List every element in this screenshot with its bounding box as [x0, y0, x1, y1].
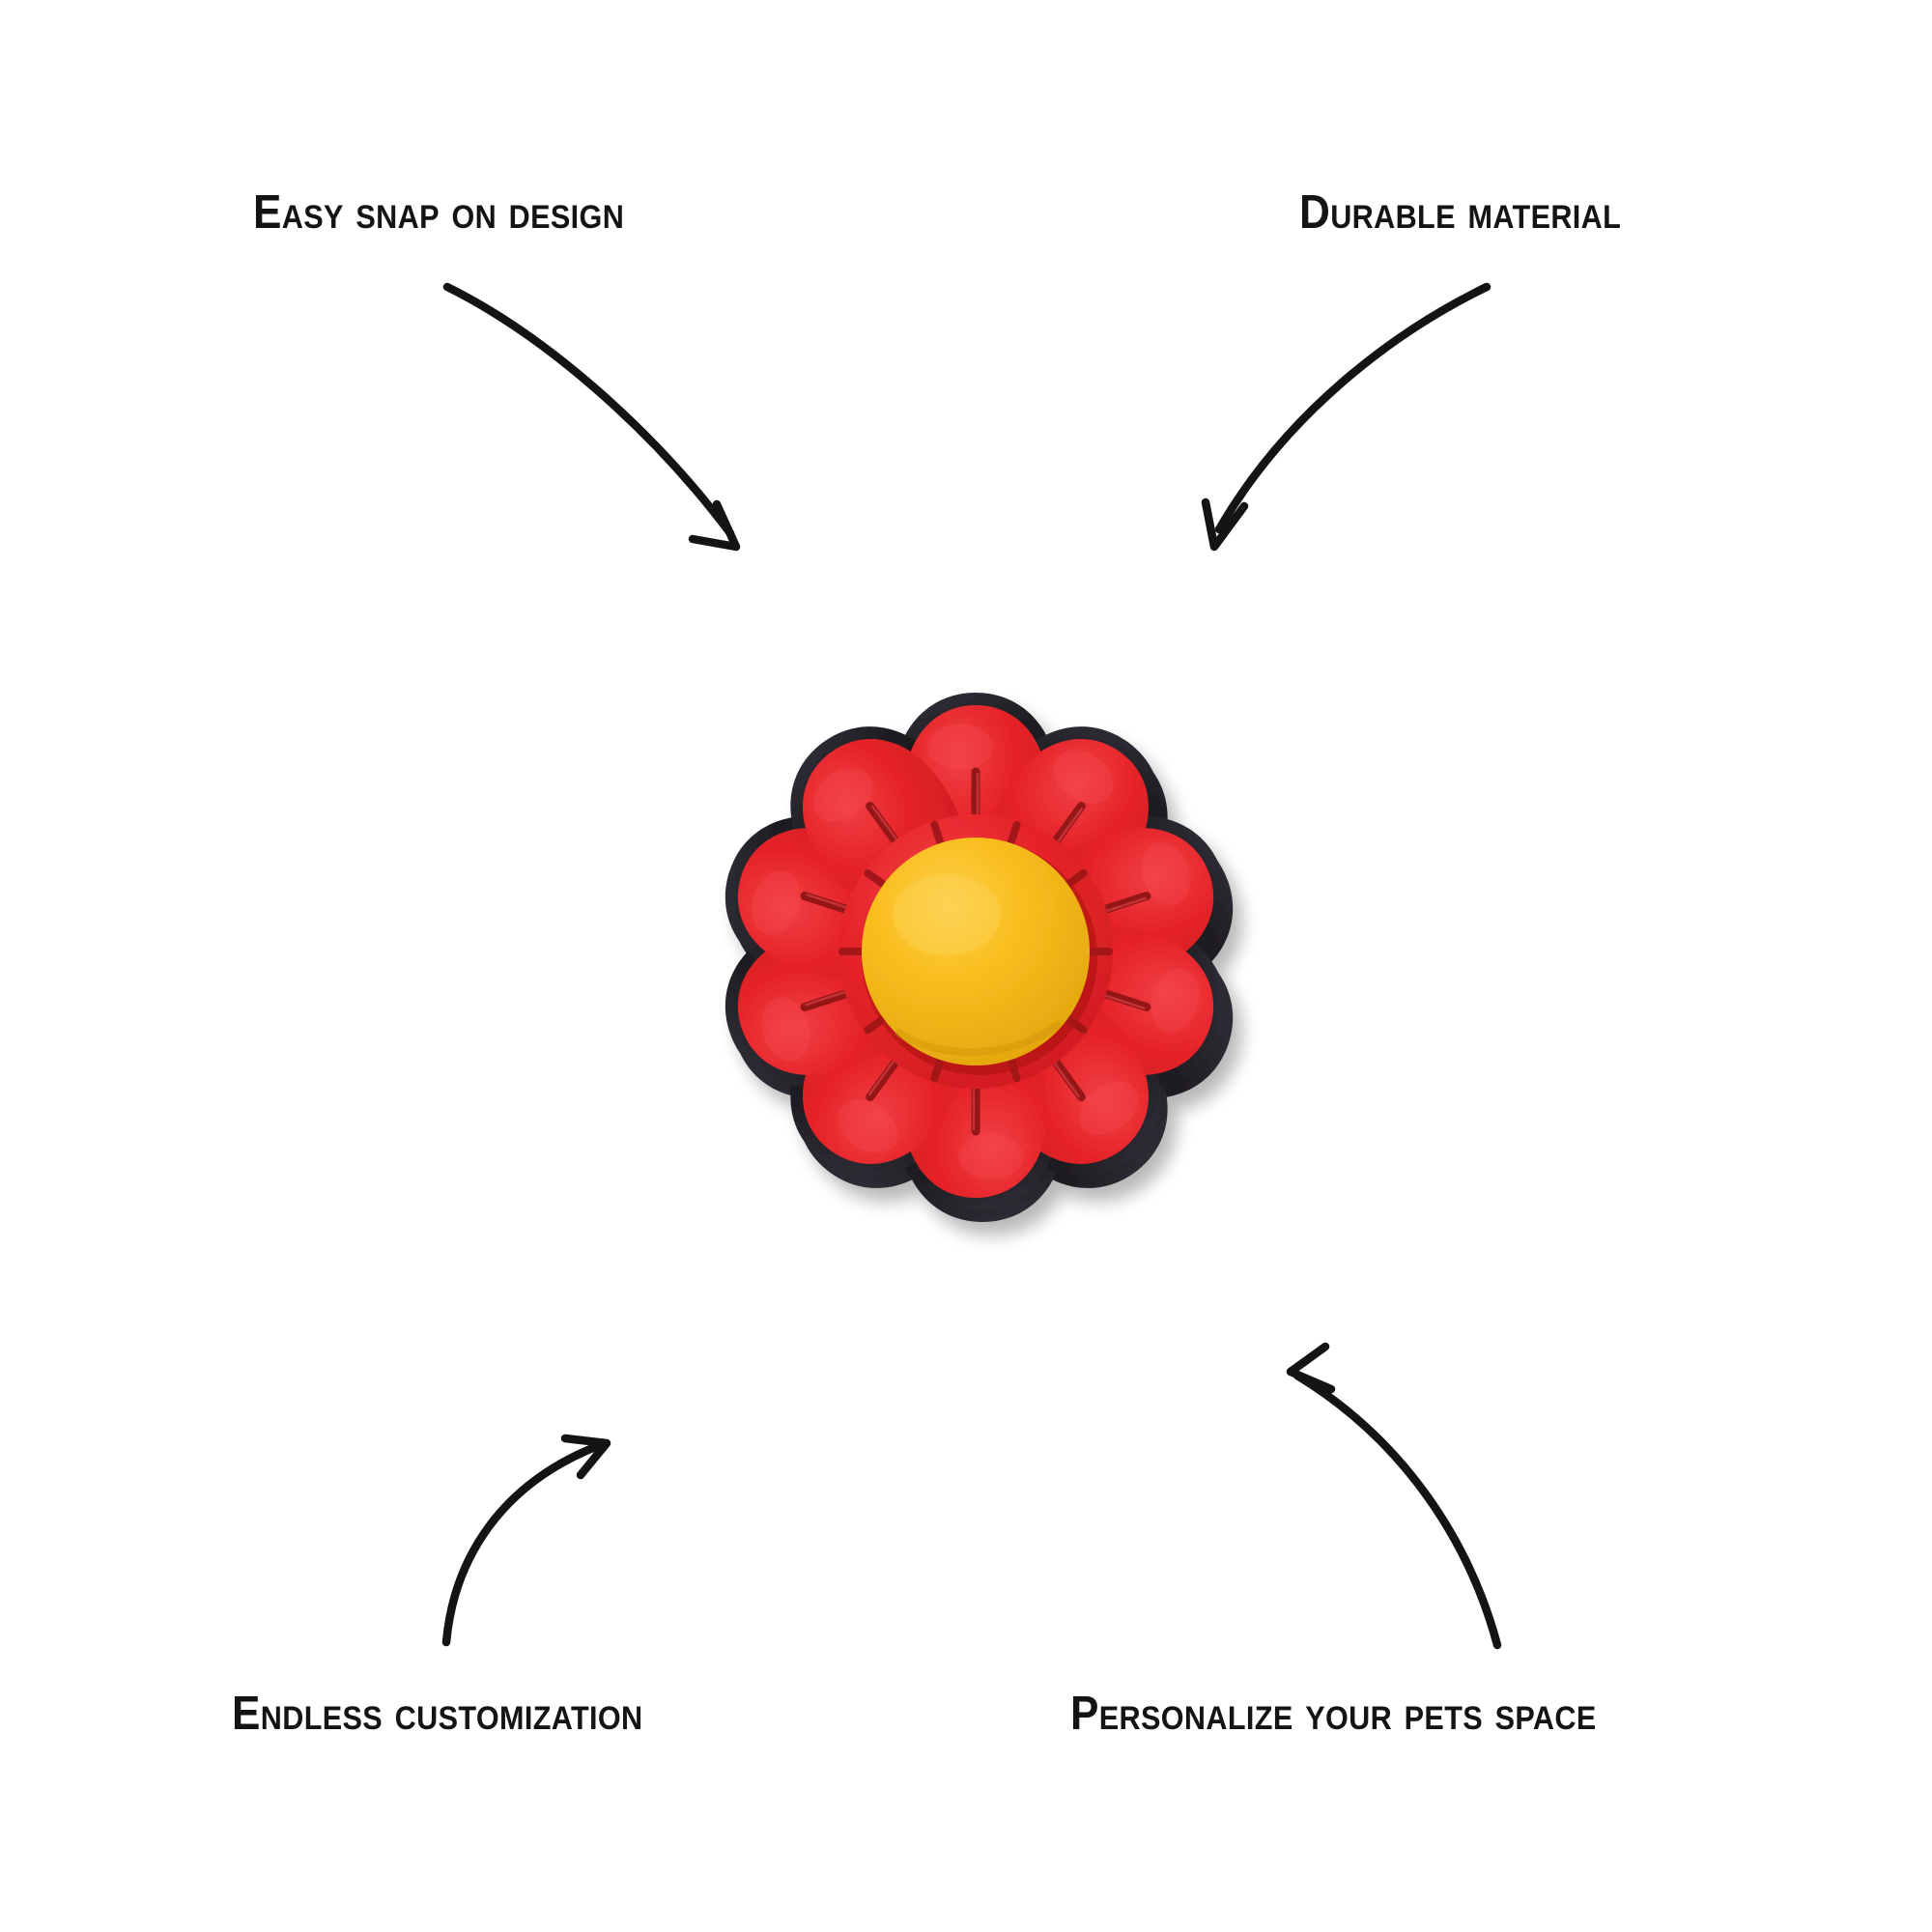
flower-charm-body: [703, 693, 1255, 1222]
arrow-top-right: [1201, 282, 1492, 552]
arrow-bottom-left: [441, 1434, 611, 1647]
arrow-top-left: [442, 282, 741, 552]
callout-label-endless-customization: Endless customization: [232, 1688, 643, 1740]
arrow-bottom-right: [1286, 1342, 1502, 1650]
callout-label-durable-material: Durable material: [1299, 186, 1622, 239]
callout-label-easy-snap-on-design: Easy snap on design: [253, 186, 625, 239]
callout-label-personalize-your-pets-space: Personalize your pets space: [1070, 1688, 1597, 1740]
flower-center: [862, 838, 1097, 1075]
product-image-flower-charm: [580, 526, 1391, 1357]
